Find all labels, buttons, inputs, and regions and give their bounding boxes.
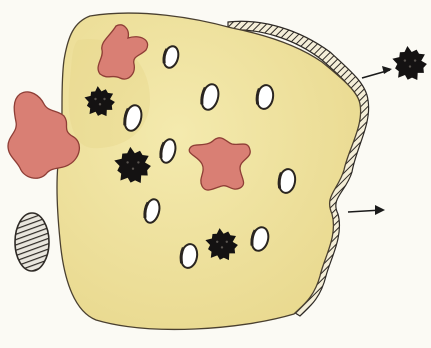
striped-disc [15,213,49,271]
outward-arrow [348,205,385,215]
particle-speck [103,98,105,100]
outward-arrow [362,66,392,78]
particle-speck [132,168,134,170]
particle-speck [221,246,223,248]
particle-speck [414,59,416,61]
particle-speck [404,59,406,61]
particle-speck [99,103,101,105]
particle-speck [137,161,139,163]
particle-speck [226,241,228,243]
particle-speck [126,161,128,163]
particle-speck [409,65,411,67]
particle-speck [216,241,218,243]
black-spiky-particle [392,46,427,80]
particle-speck [94,98,96,100]
